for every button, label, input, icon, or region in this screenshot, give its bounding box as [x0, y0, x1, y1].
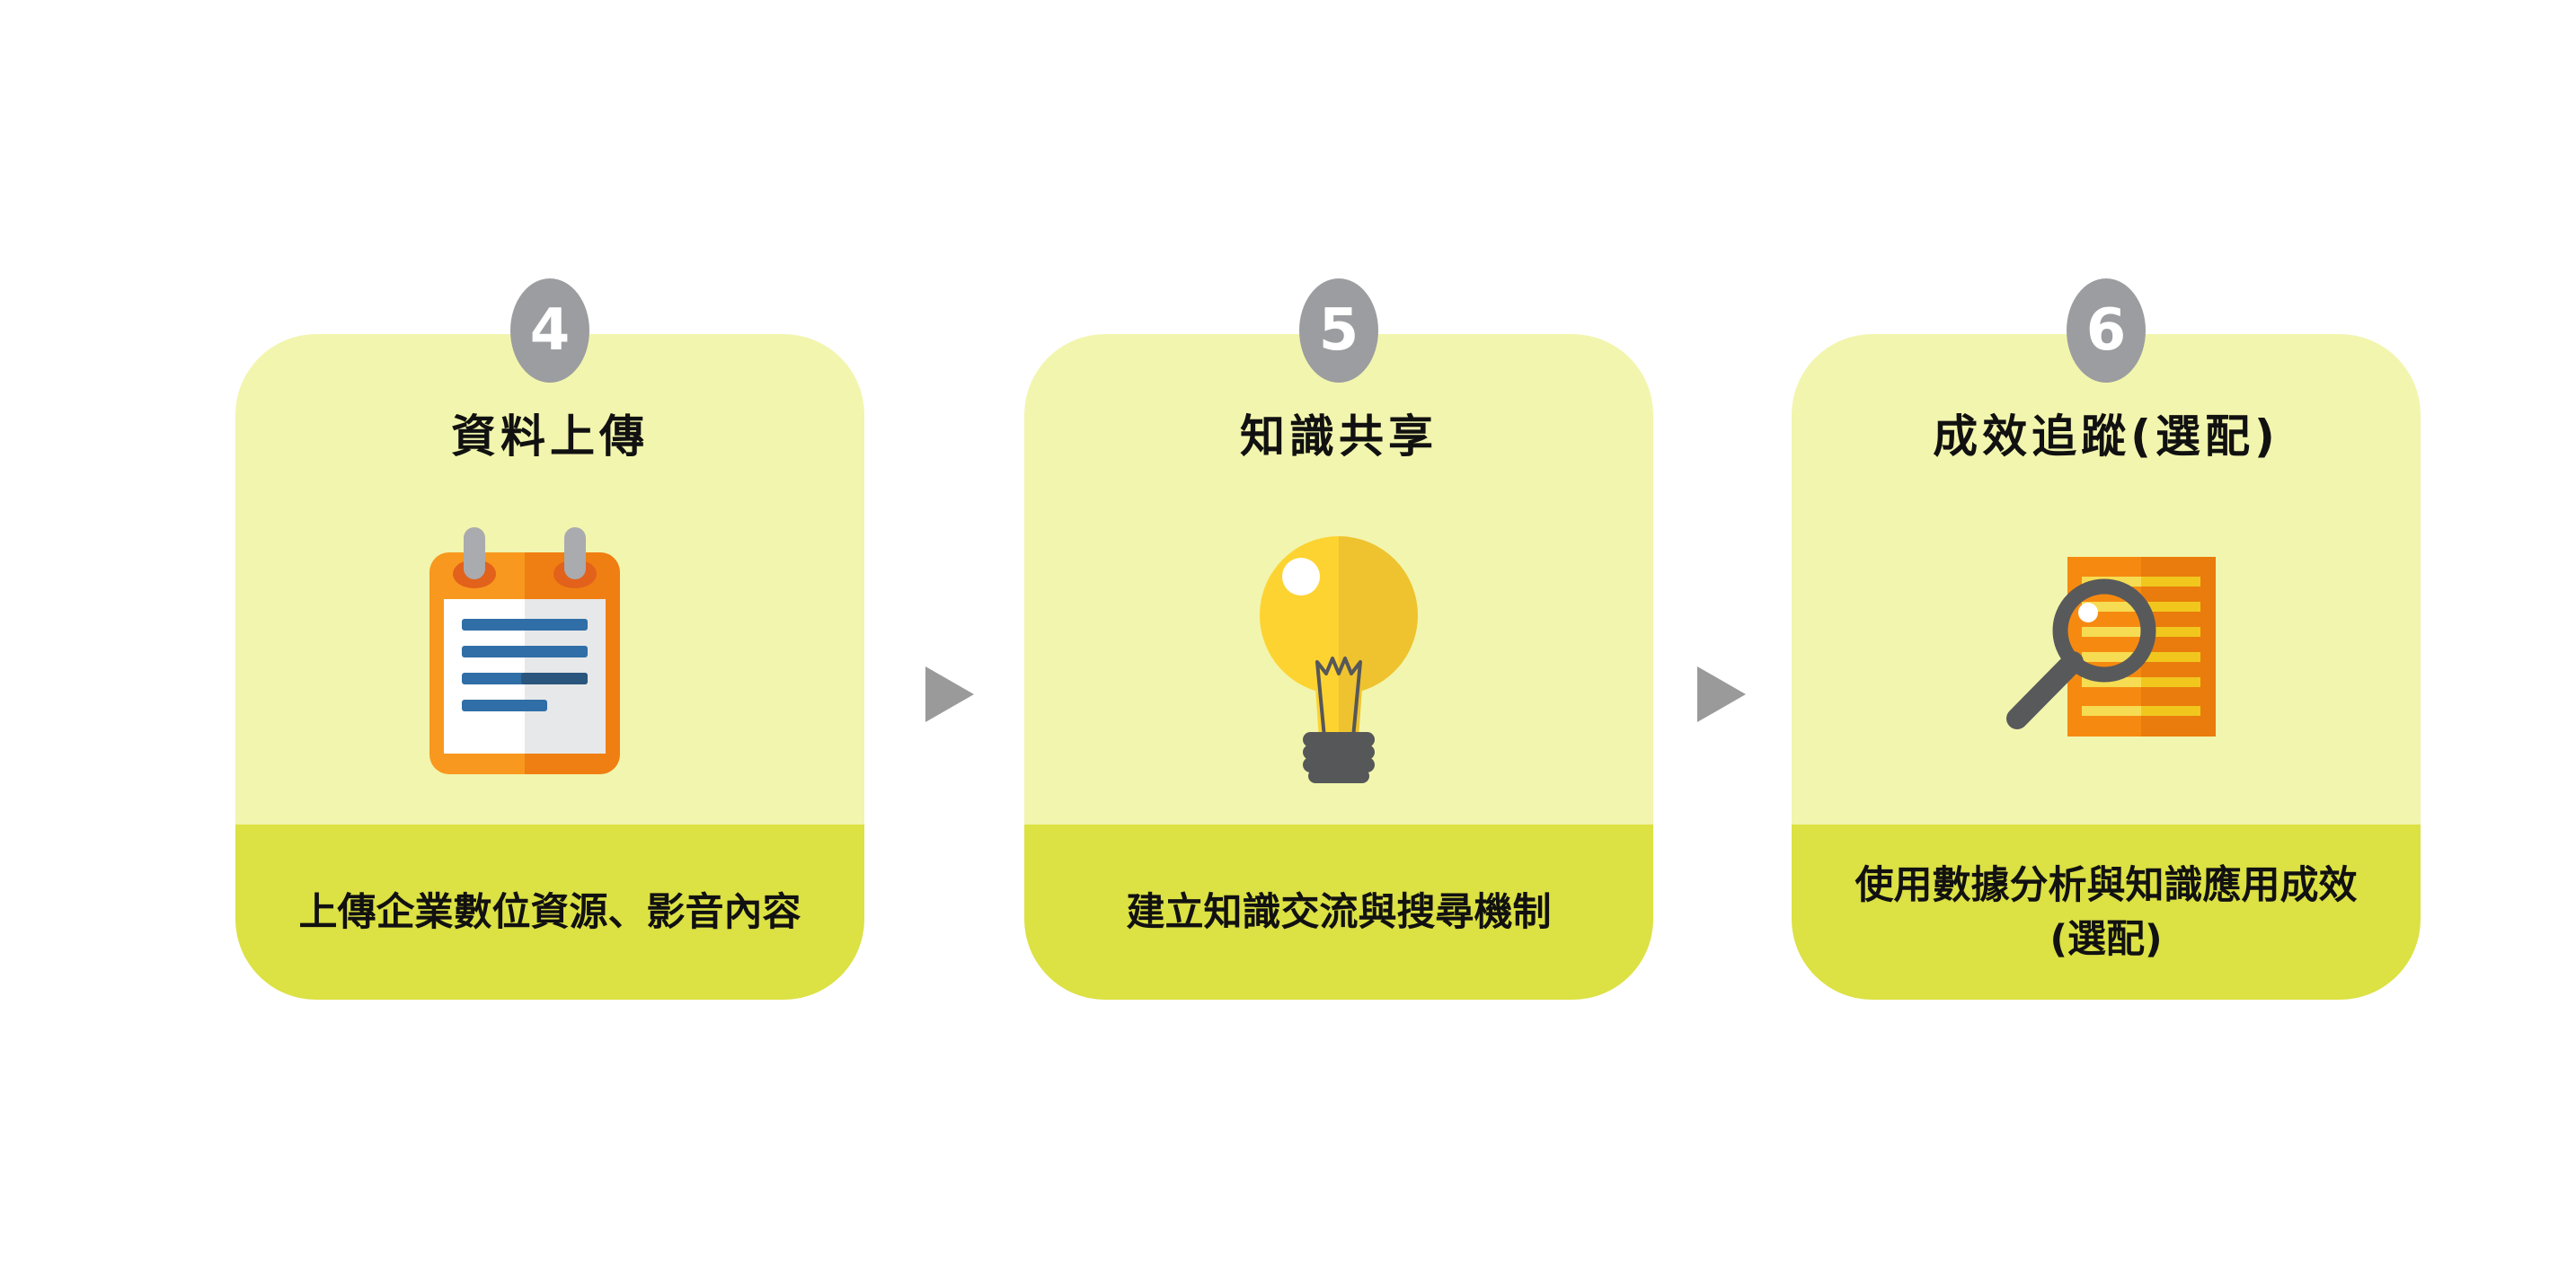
step-card-4: 4 資料上傳	[235, 278, 864, 1000]
step-number: 4	[529, 297, 571, 364]
step-card-5: 5 知識共享	[1024, 278, 1653, 1000]
step-number-badge: 4	[510, 278, 589, 383]
step-description-line-1: 使用數據分析與知識應用成效	[1855, 862, 2358, 908]
step-number: 6	[2085, 297, 2127, 364]
notepad-icon	[210, 527, 839, 777]
magnifier-document-icon	[1792, 550, 2421, 740]
step-description: 建立知識交流與搜尋機制	[1126, 889, 1552, 935]
step-description-band: 建立知識交流與搜尋機制	[1024, 825, 1653, 1000]
step-title: 資料上傳	[451, 410, 649, 463]
step-title: 成效追蹤(選配)	[1933, 410, 2279, 463]
magnifier-document-icon-svg	[2006, 557, 2216, 737]
lightbulb-icon-svg	[1260, 536, 1418, 783]
step-description-band: 上傳企業數位資源、影音內容	[235, 825, 864, 1000]
step-description-line-2: (選配)	[2049, 916, 2163, 962]
step-title: 知識共享	[1240, 410, 1438, 463]
step-description: 上傳企業數位資源、影音內容	[298, 889, 801, 935]
step-number-badge: 6	[2067, 278, 2146, 383]
lightbulb-icon	[1024, 527, 1653, 784]
step-description-band: 使用數據分析與知識應用成效 (選配)	[1792, 825, 2421, 1000]
step-card-6: 6 成效追蹤(選配) 使用數據分析與知識應用成效 (選配)	[1792, 278, 2421, 1000]
notepad-icon-svg	[429, 527, 620, 774]
arrow-right-icon	[1697, 666, 1746, 722]
step-number: 5	[1318, 297, 1359, 364]
step-number-badge: 5	[1299, 278, 1378, 383]
arrow-right-icon	[925, 666, 974, 722]
